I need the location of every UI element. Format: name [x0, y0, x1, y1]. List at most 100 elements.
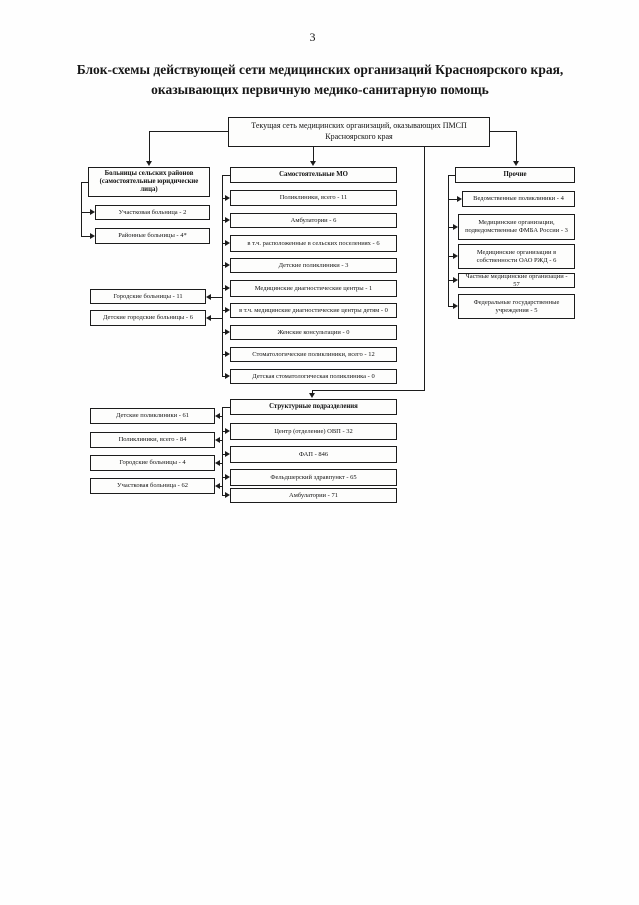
connector-line	[312, 390, 313, 395]
arrowhead	[146, 161, 152, 166]
arrowhead	[215, 413, 220, 419]
arrowhead	[453, 303, 458, 309]
arrowhead	[310, 161, 316, 166]
node-gorodskie-bolnitsy: Городские больницы - 11	[90, 289, 206, 304]
connector-line	[81, 182, 88, 183]
connector-line	[313, 147, 314, 162]
arrowhead	[215, 460, 220, 466]
arrowhead	[225, 329, 230, 335]
node-uchastkovaya-bolnitsa: Участковая больница - 2	[95, 205, 210, 220]
connector-line	[222, 495, 226, 496]
page-title: Блок-схемы действующей сети медицинских …	[76, 62, 564, 97]
node-fmba-organizatsii: Медицинские организации, подведомственны…	[458, 214, 575, 240]
connector-line	[448, 306, 454, 307]
node-ambulatorii-structural: Амбулатории - 71	[230, 488, 397, 503]
node-detskie-polikliniki: Детские поликлиники - 3	[230, 258, 397, 273]
connector-line	[312, 390, 425, 391]
connector-line	[448, 227, 454, 228]
connector-line	[448, 256, 454, 257]
arrowhead	[215, 483, 220, 489]
arrowhead	[225, 262, 230, 268]
node-structural-header: Структурные подразделения	[230, 399, 397, 415]
arrowhead	[513, 161, 519, 166]
connector-line	[220, 416, 223, 417]
connector-line	[516, 131, 517, 162]
connector-line	[222, 354, 226, 355]
connector-line	[222, 175, 230, 176]
connector-line	[220, 486, 223, 487]
arrowhead	[225, 451, 230, 457]
connector-line	[222, 407, 223, 496]
node-polikliniki-vsego-structural: Поликлиники, всего - 84	[90, 432, 215, 448]
node-other-header: Прочие	[455, 167, 575, 183]
connector-line	[448, 175, 449, 306]
connector-line	[448, 199, 458, 200]
connector-line	[222, 265, 226, 266]
node-uchastkovaya-bolnitsa-structural: Участковая больница - 62	[90, 478, 215, 494]
connector-line	[222, 376, 226, 377]
arrowhead	[90, 233, 95, 239]
arrowhead	[206, 294, 211, 300]
node-zhenskie-konsultatsii: Женские консультации - 0	[230, 325, 397, 340]
node-root: Текущая сеть медицинских организаций, ок…	[228, 117, 490, 147]
arrowhead	[225, 217, 230, 223]
node-stomat-polikliniki: Стоматологические поликлиники, всего - 1…	[230, 347, 397, 362]
connector-line	[222, 243, 226, 244]
arrowhead	[457, 196, 462, 202]
connector-line	[222, 477, 226, 478]
arrowhead	[453, 253, 458, 259]
node-tsentr-ovp: Центр (отделение) ОВП - 32	[230, 423, 397, 440]
node-detskaya-stomat-poliklinika: Детская стоматологическая поликлиника - …	[230, 369, 397, 384]
connector-line	[222, 220, 226, 221]
connector-line	[448, 280, 454, 281]
node-federalnye-uchrezhdeniya: Федеральные государственные учреждения -…	[458, 294, 575, 319]
connector-line	[222, 407, 230, 408]
arrowhead	[225, 474, 230, 480]
arrowhead	[309, 393, 315, 398]
node-rural-hospitals-header: Больницы сельских районов (самостоятельн…	[88, 167, 210, 197]
node-med-diag-tsentry: Медицинские диагностические центры - 1	[230, 280, 397, 297]
connector-line	[222, 332, 226, 333]
node-fap: ФАП - 846	[230, 446, 397, 463]
arrowhead	[206, 315, 211, 321]
connector-line	[149, 131, 228, 132]
arrowhead	[453, 277, 458, 283]
arrowhead	[225, 351, 230, 357]
connector-line	[222, 288, 226, 289]
connector-line	[81, 236, 92, 237]
connector-line	[149, 131, 150, 162]
node-rayonnye-bolnitsy: Районные больницы - 4*	[95, 228, 210, 244]
node-detskie-gorodskie-bolnitsy: Детские городские больницы - 6	[90, 310, 206, 326]
node-detskie-polikliniki-structural: Детские поликлиники - 61	[90, 408, 215, 424]
arrowhead	[225, 373, 230, 379]
arrowhead	[225, 492, 230, 498]
page-number: 3	[309, 30, 316, 44]
connector-line	[210, 297, 222, 298]
node-v-selskikh-poseleniyakh: в т.ч. расположенные в сельских поселени…	[230, 235, 397, 252]
node-gorodskie-bolnitsy-structural: Городские больницы - 4	[90, 455, 215, 471]
connector-line	[81, 182, 82, 236]
node-rzhd-organizatsii: Медицинские организации в собственности …	[458, 244, 575, 269]
arrowhead	[90, 209, 95, 215]
connector-line	[222, 310, 226, 311]
connector-line	[210, 318, 222, 319]
connector-line	[222, 175, 223, 377]
connector-line	[424, 147, 425, 390]
connector-line	[448, 175, 455, 176]
arrowhead	[225, 307, 230, 313]
connector-line	[81, 212, 92, 213]
node-independent-mo-header: Самостоятельные МО	[230, 167, 397, 183]
node-polikliniki-vsego: Поликлиники, всего - 11	[230, 190, 397, 206]
connector-line	[222, 198, 226, 199]
arrowhead	[225, 195, 230, 201]
arrowhead	[225, 285, 230, 291]
connector-line	[220, 440, 223, 441]
arrowhead	[215, 437, 220, 443]
connector-line	[222, 431, 226, 432]
node-med-diag-tsentry-detyam: в т.ч. медицинские диагностические центр…	[230, 303, 397, 318]
connector-line	[220, 463, 223, 464]
node-vedomstvennye-polikliniki: Ведомственные поликлиники - 4	[462, 191, 575, 207]
arrowhead	[453, 224, 458, 230]
node-feldsherskiy-zdravpunkt: Фельдшерский здравпункт - 65	[230, 469, 397, 486]
